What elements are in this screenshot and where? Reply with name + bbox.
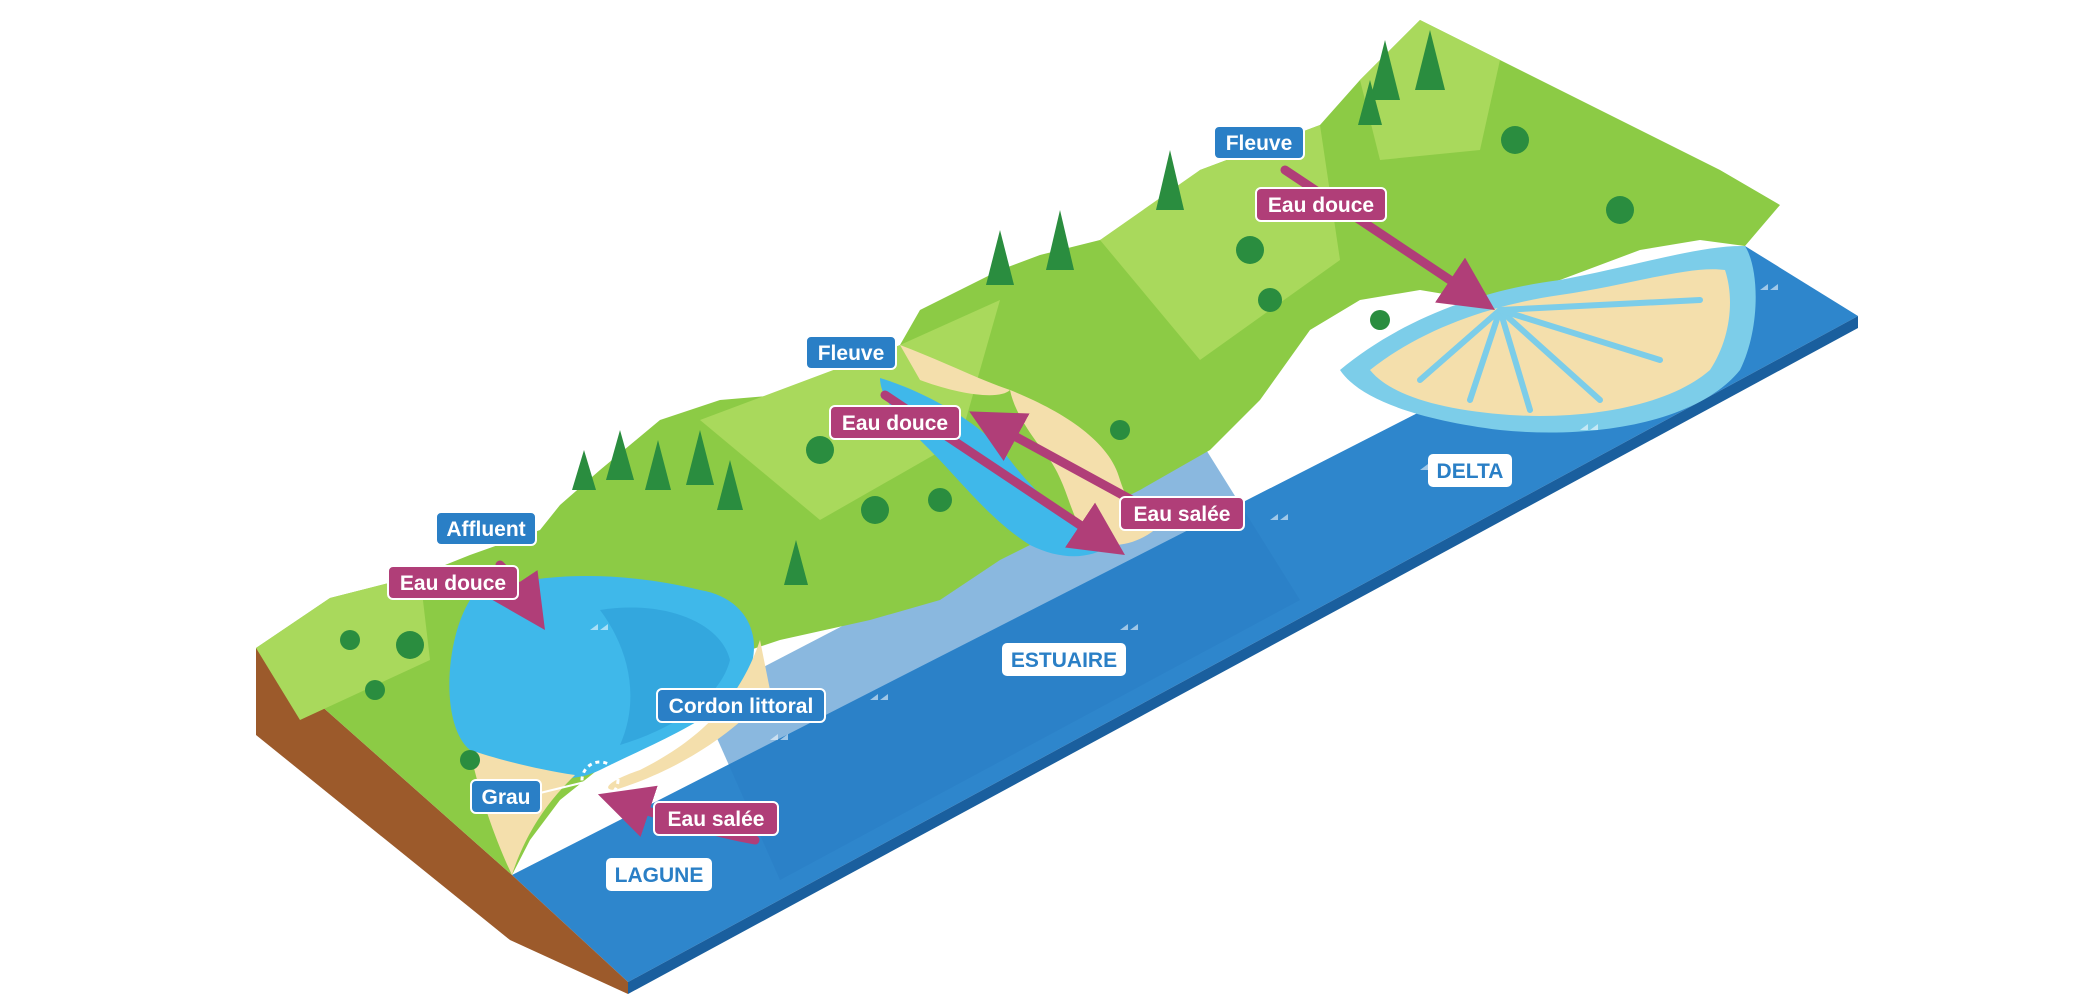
round-tree-icon xyxy=(365,680,385,700)
tag-eau-douce-lagune: Eau douce xyxy=(387,565,519,600)
round-tree-icon xyxy=(460,750,480,770)
conifer-tree-icon xyxy=(1156,150,1184,210)
conifer-trees xyxy=(572,30,1445,585)
tag-fleuve-top: Fleuve xyxy=(1213,125,1305,160)
conifer-tree-icon xyxy=(1358,80,1382,125)
tag-eau-douce-delta-text: Eau douce xyxy=(1268,194,1374,217)
tag-eau-salee-lagune: Eau salée xyxy=(653,801,779,836)
round-tree-icon xyxy=(1606,196,1634,224)
sea-surface-shade xyxy=(700,440,1300,880)
tag-eau-douce-delta: Eau douce xyxy=(1255,187,1387,222)
conifer-tree-icon xyxy=(986,230,1014,285)
lagoon-shade xyxy=(600,607,730,745)
tag-estuaire-text: ESTUAIRE xyxy=(1011,649,1117,672)
tag-fleuve-mid-text: Fleuve xyxy=(818,342,885,365)
delta-channels xyxy=(1417,297,1703,413)
conifer-tree-icon xyxy=(645,440,671,490)
round-tree-icon xyxy=(1258,288,1282,312)
conifer-tree-icon xyxy=(606,430,634,480)
tag-affluent-text: Affluent xyxy=(446,518,525,541)
wave-marks xyxy=(590,284,1778,740)
tag-grau: Grau xyxy=(470,779,542,814)
tag-eau-salee-estuaire-text: Eau salée xyxy=(1134,503,1231,526)
tag-cordon-littoral-text: Cordon littoral xyxy=(669,695,814,718)
tag-grau-text: Grau xyxy=(481,786,530,809)
delta xyxy=(1340,245,1756,433)
soil-side xyxy=(256,648,628,994)
round-tree-icon xyxy=(1236,236,1264,264)
round-tree-icon xyxy=(340,630,360,650)
round-tree-icon xyxy=(1110,420,1130,440)
tag-eau-douce-lagune-text: Eau douce xyxy=(400,572,506,595)
round-tree-icon xyxy=(806,436,834,464)
round-trees xyxy=(340,126,1634,770)
sea-front-face xyxy=(628,316,1858,994)
round-tree-icon xyxy=(1501,126,1529,154)
conifer-tree-icon xyxy=(784,540,808,585)
tag-estuaire: ESTUAIRE xyxy=(1002,643,1126,676)
tag-fleuve-top-text: Fleuve xyxy=(1226,132,1293,155)
estuary-saltwater-arrow xyxy=(969,411,1155,515)
conifer-tree-icon xyxy=(1370,40,1400,100)
grau-circle xyxy=(580,760,620,800)
round-tree-icon xyxy=(396,631,424,659)
tag-delta: DELTA xyxy=(1428,454,1512,487)
estuary-north-sand xyxy=(900,345,1010,396)
tag-fleuve-mid: Fleuve xyxy=(805,335,897,370)
tag-cordon-littoral: Cordon littoral xyxy=(656,688,826,723)
round-tree-icon xyxy=(861,496,889,524)
conifer-tree-icon xyxy=(1415,30,1445,90)
conifer-tree-icon xyxy=(717,460,743,510)
conifer-tree-icon xyxy=(686,430,714,485)
land-hill-light-4 xyxy=(256,575,430,720)
grau-pointer-line xyxy=(539,781,586,794)
tag-eau-salee-estuaire: Eau salée xyxy=(1119,496,1245,531)
tag-affluent: Affluent xyxy=(435,511,537,546)
round-tree-icon xyxy=(1370,310,1390,330)
conifer-tree-icon xyxy=(1046,210,1074,270)
tag-lagune: LAGUNE xyxy=(606,858,712,891)
tag-lagune-text: LAGUNE xyxy=(615,864,704,887)
round-tree-icon xyxy=(928,488,952,512)
conifer-tree-icon xyxy=(572,450,596,490)
tag-eau-salee-lagune-text: Eau salée xyxy=(668,808,765,831)
tag-eau-douce-estuaire-text: Eau douce xyxy=(842,412,948,435)
tag-eau-douce-estuaire: Eau douce xyxy=(829,405,961,440)
tag-delta-text: DELTA xyxy=(1437,460,1504,483)
